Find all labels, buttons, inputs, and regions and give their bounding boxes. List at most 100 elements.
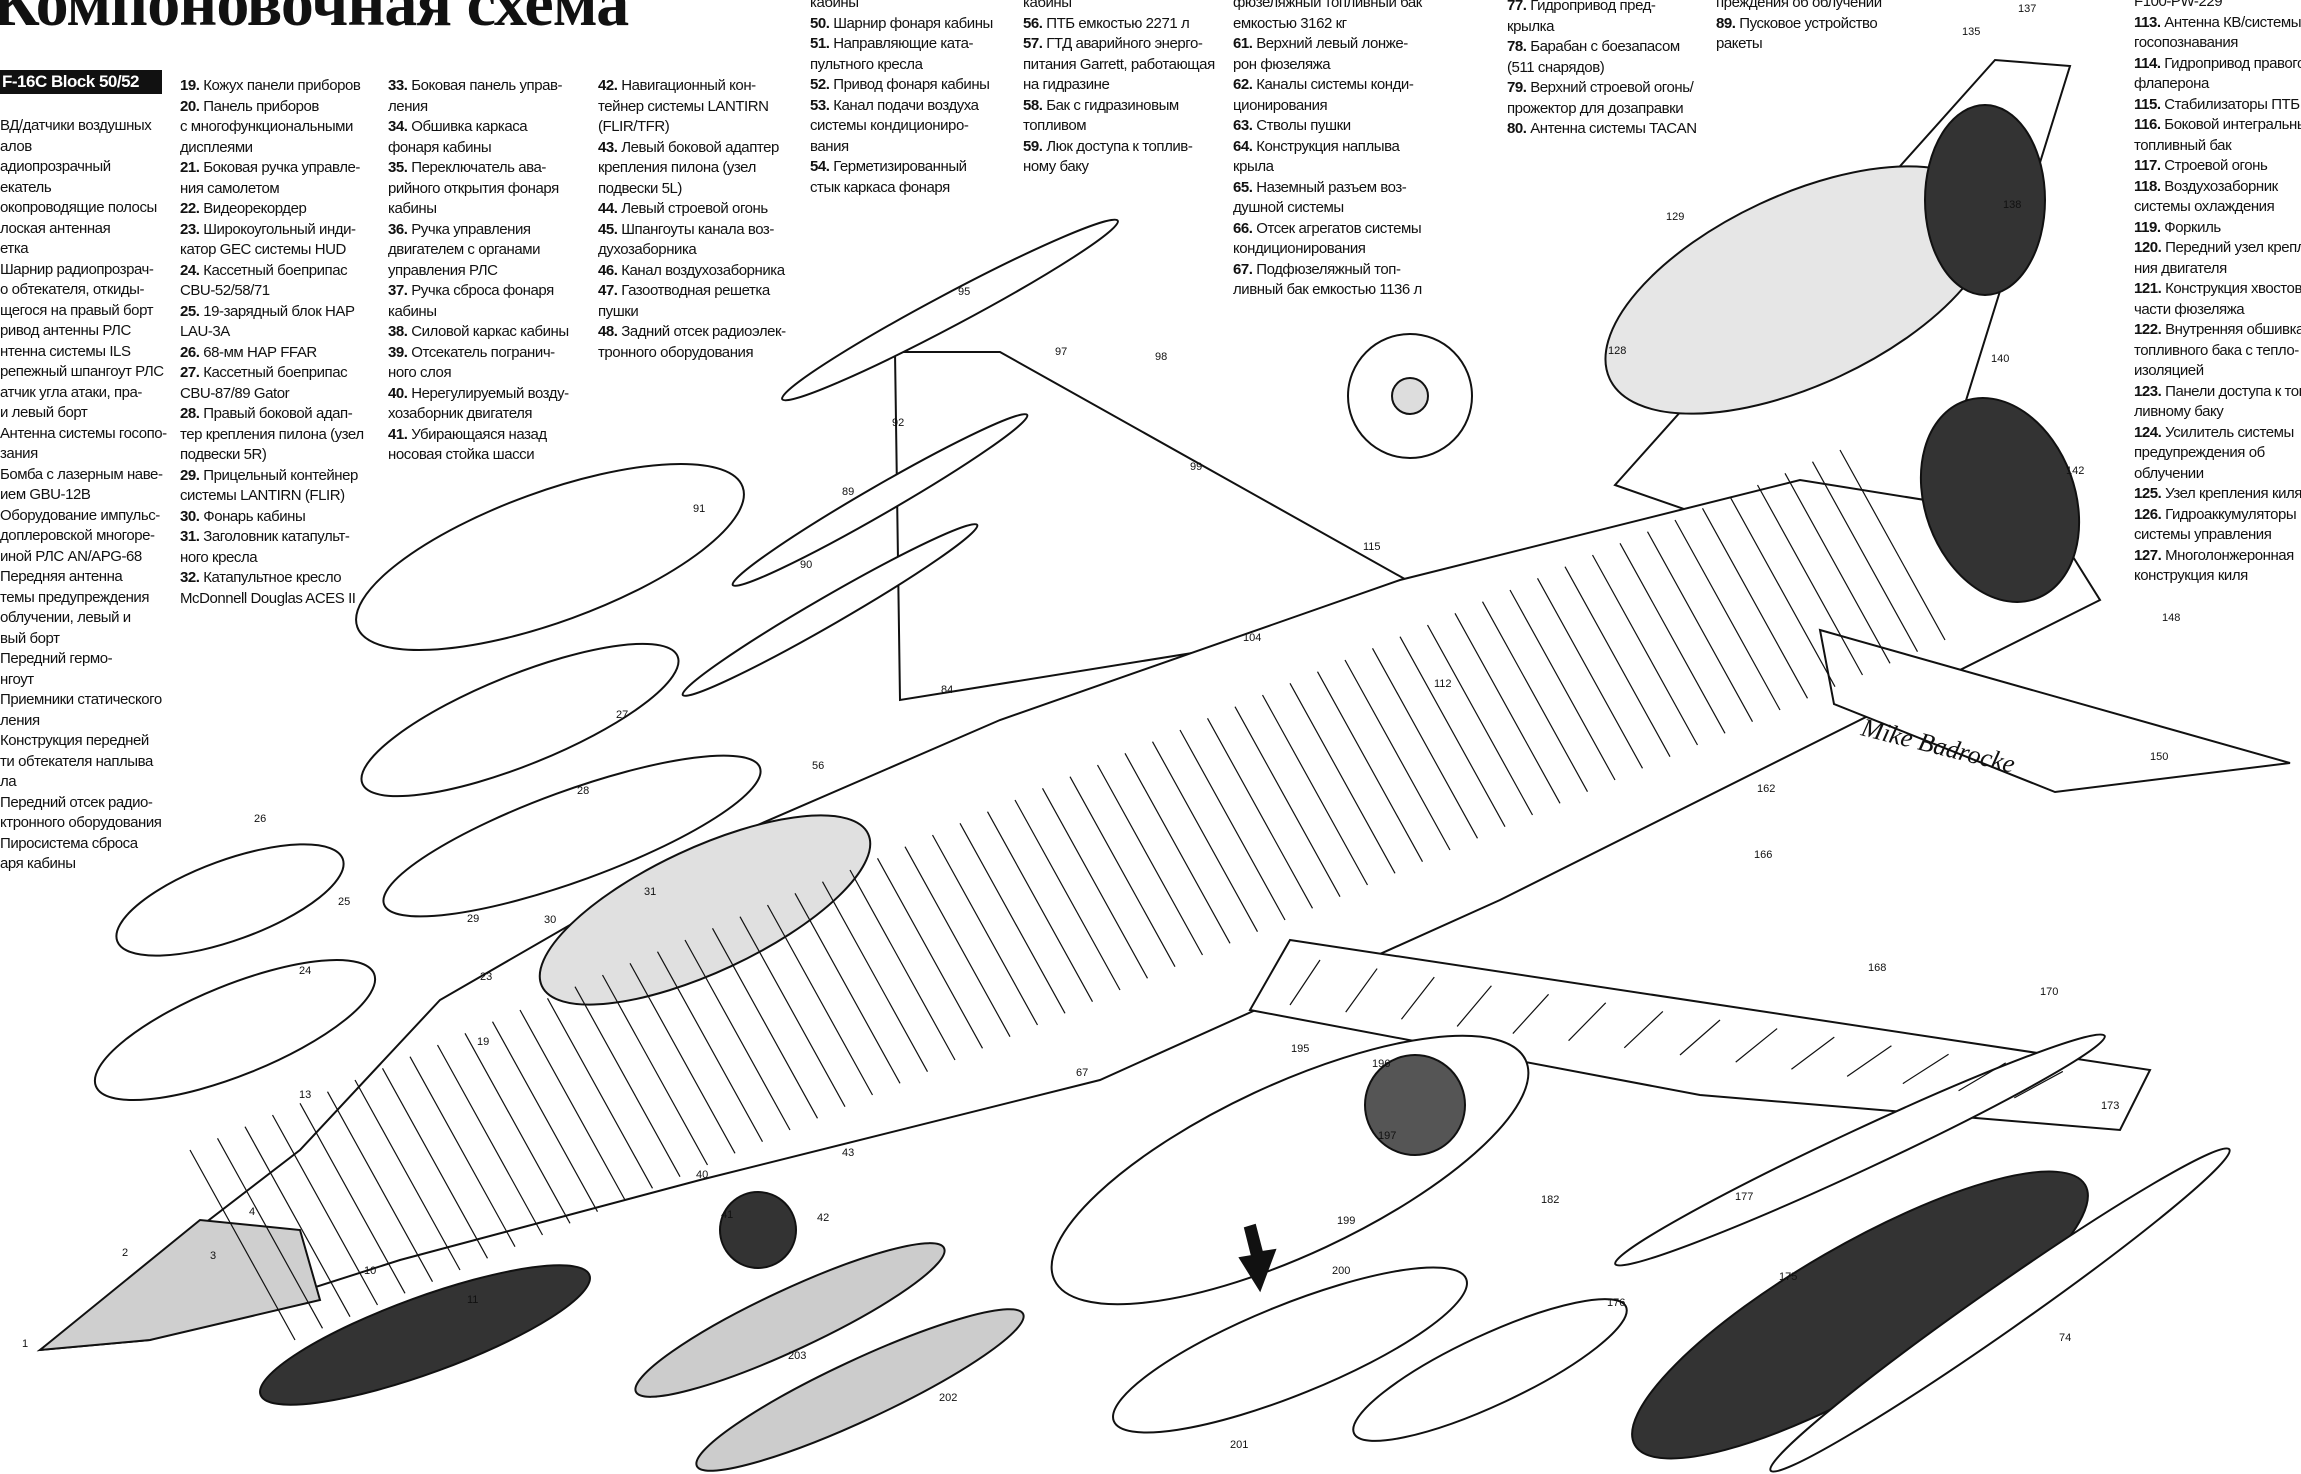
legend-item-number: 30. bbox=[180, 507, 200, 525]
legend-item-number: 63. bbox=[1233, 117, 1253, 134]
legend-item-number: 67. bbox=[1233, 260, 1253, 278]
callout-number: 176 bbox=[1607, 1297, 1625, 1309]
legend-item-number: 48. bbox=[598, 323, 618, 340]
legend-item-text: Стволы пушки bbox=[1256, 117, 1351, 134]
legend-item-text: Отсекатель погранич- ного слоя bbox=[388, 343, 555, 382]
legend-item: 57. ГТД аварийного энерго- питания Garre… bbox=[1023, 34, 1228, 96]
wing-rib-line bbox=[1512, 993, 1550, 1034]
legend-item: 42. Навигационный кон- тейнер системы LA… bbox=[598, 76, 803, 138]
legend-item: 26. 68-мм НАР FFAR bbox=[180, 343, 385, 364]
legend-item-number: 20. bbox=[180, 97, 200, 115]
legend-item-number: 123. bbox=[2134, 382, 2162, 400]
legend-line: ти обтекателя наплыва bbox=[0, 752, 153, 770]
fuselage-frame-line bbox=[1591, 554, 1699, 746]
legend-item-number: 65. bbox=[1233, 178, 1253, 196]
legend-item: 65. Наземный разъем воз- душной системы bbox=[1233, 178, 1438, 219]
legend-item-text: Нерегулируемый возду- хозаборник двигате… bbox=[388, 384, 569, 423]
legend-item: 36. Ручка управления двигателем с органа… bbox=[388, 220, 593, 282]
callout-number: 92 bbox=[892, 417, 904, 429]
legend-line: ктронного оборудования bbox=[0, 814, 162, 831]
legend-line: репежный шпангоут РЛС bbox=[0, 363, 164, 380]
legend-item: преждения об облучении bbox=[1716, 0, 1921, 14]
legend-item: 44. Левый строевой огонь bbox=[598, 199, 803, 220]
external-fuel-tank-56 bbox=[355, 463, 745, 651]
wing-rib-line bbox=[1735, 1028, 1778, 1063]
legend-item: 117. Строевой огонь bbox=[2134, 156, 2301, 177]
legend-item: 121. Конструкция хвостовой части фюзеляж… bbox=[2134, 279, 2301, 320]
legend-item: 38. Силовой каркас кабины bbox=[388, 322, 593, 343]
legend-item-number: 50. bbox=[810, 14, 830, 32]
legend-item: 48. Задний отсек радиоэлек- тронного обо… bbox=[598, 322, 803, 363]
legend-item-text: Наземный разъем воз- душной системы bbox=[1233, 178, 1407, 217]
callout-number: 97 bbox=[1055, 346, 1067, 358]
fuselage-frame-line bbox=[436, 1044, 544, 1236]
legend-item-number: 121. bbox=[2134, 280, 2162, 297]
callout-number: 29 bbox=[467, 913, 479, 925]
callout-number: 4 bbox=[249, 1206, 255, 1218]
legend-item-number: 25. bbox=[180, 302, 200, 320]
legend-item-number: 45. bbox=[598, 220, 618, 238]
callout-number: 89 bbox=[842, 486, 854, 498]
fuselage-frame-line bbox=[766, 904, 874, 1096]
callout-number: 177 bbox=[1735, 1191, 1753, 1203]
callout-number: 56 bbox=[812, 760, 824, 772]
wing-rib-line bbox=[1345, 968, 1378, 1013]
legend-item-text: F100-PW-229 bbox=[2134, 0, 2223, 10]
legend-item-text: Прицельный контейнер системы LANTIRN (FL… bbox=[180, 466, 358, 505]
legend-item-text: Антенна системы TACAN bbox=[1530, 120, 1697, 137]
legend-item-number: 29. bbox=[180, 466, 200, 484]
legend-item-number: 44. bbox=[598, 200, 618, 217]
legend-item-text: Канал воздухозаборника bbox=[621, 261, 785, 279]
legend-item-text: Боковая ручка управле- ния самолетом bbox=[180, 159, 360, 197]
legend-item: 45. Шпангоуты канала воз- духозаборника bbox=[598, 220, 803, 261]
legend-item-text: Фонарь кабины bbox=[203, 507, 306, 525]
legend-line: етка bbox=[0, 240, 29, 257]
main-wheel bbox=[1364, 1054, 1466, 1156]
fuselage-frame-line bbox=[1261, 694, 1369, 886]
legend-item: 20. Панель приборов с многофункциональны… bbox=[180, 97, 385, 159]
radome bbox=[36, 1218, 322, 1352]
fuselage-frame-line bbox=[1564, 566, 1671, 757]
legend-line: Пиросистема сброса bbox=[0, 834, 138, 852]
callout-number: 74 bbox=[2059, 1332, 2071, 1344]
legend-item: 58. Бак с гидразиновым топливом bbox=[1023, 96, 1228, 137]
legend-item-number: 78. bbox=[1507, 38, 1527, 55]
legend-item: 116. Боковой интегральный топливный бак bbox=[2134, 115, 2301, 156]
legend-item: 64. Конструкция наплыва крыла bbox=[1233, 137, 1438, 178]
legend-item: 22. Видеорекордер bbox=[180, 199, 385, 220]
legend-item-number: 32. bbox=[180, 569, 200, 586]
aircraft-variant-badge: F-16C Block 50/52 bbox=[0, 70, 162, 94]
legend-item-text: кабины bbox=[1023, 0, 1072, 11]
callout-number: 195 bbox=[1291, 1043, 1309, 1055]
callout-number: 27 bbox=[616, 709, 628, 721]
callout-number: 128 bbox=[1608, 345, 1626, 357]
legend-line: Передняя антенна bbox=[0, 568, 123, 585]
legend-item-text: Верхний строевой огонь/ прожектор для до… bbox=[1507, 79, 1694, 117]
legend-item-text: Воздухозаборник системы охлаждения bbox=[2134, 177, 2278, 216]
legend-item-text: Подфюзеляжный топ- ливный бак емкостью 1… bbox=[1233, 260, 1422, 299]
legend-item-number: 28. bbox=[180, 405, 200, 422]
legend-item-number: 27. bbox=[180, 364, 200, 381]
fuselage-frame-line bbox=[1536, 578, 1644, 769]
fuselage-frame-line bbox=[189, 1149, 296, 1341]
legend-item-text: Кассетный боеприпас CBU-87/89 Gator bbox=[180, 364, 348, 402]
legend-item-text: Боковой интегральный топливный бак bbox=[2134, 116, 2301, 154]
legend-item-number: 21. bbox=[180, 159, 200, 176]
fuselage-frame-line bbox=[1646, 531, 1754, 722]
callout-number: 2 bbox=[122, 1247, 128, 1259]
fuselage-frame-line bbox=[1234, 706, 1341, 897]
legend-item-text: Стабилизаторы ПТБ bbox=[2164, 95, 2300, 113]
legend-item: 27. Кассетный боеприпас CBU-87/89 Gator bbox=[180, 363, 385, 404]
legend-item-number: 89. bbox=[1716, 14, 1736, 32]
legend-item-text: Левый боковой адаптер крепления пилона (… bbox=[598, 138, 779, 197]
legend-item-text: Газоотводная решетка пушки bbox=[598, 282, 770, 320]
legend-item: 126. Гидроаккумуляторы системы управлени… bbox=[2134, 505, 2301, 546]
callout-number: 98 bbox=[1155, 351, 1167, 363]
legend-item-text: ГТД аварийного энерго- питания Garrett, … bbox=[1023, 35, 1215, 93]
legend-item-number: 34. bbox=[388, 118, 408, 135]
legend-item: F100-PW-229 bbox=[2134, 0, 2301, 13]
legend-item: 78. Барабан с боезапасом (511 снарядов) bbox=[1507, 37, 1712, 78]
